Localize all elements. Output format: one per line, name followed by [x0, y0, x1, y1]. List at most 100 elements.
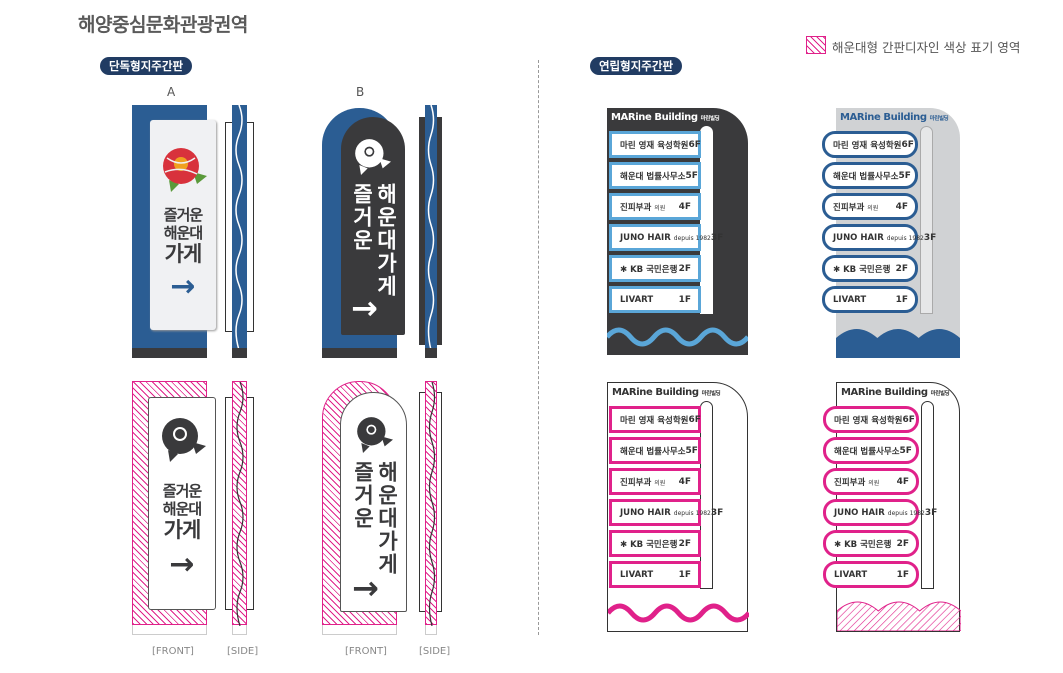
floor-number: 3F — [924, 507, 938, 518]
tenant-name-text: JUNO HAIR — [620, 232, 671, 243]
floor-number: 3F — [710, 232, 724, 243]
tenant-name-text: 진피부과 — [834, 477, 866, 488]
type-b-label: B — [356, 85, 365, 99]
floor-number: 4F — [678, 476, 691, 487]
sign-slot — [700, 401, 713, 589]
floor-number: 5F — [899, 445, 912, 456]
tenant-name: ✱ KB 국민은행 — [620, 263, 677, 275]
sign-a-base — [132, 348, 207, 358]
sign-b-sub-text: 즐거운 — [350, 183, 374, 252]
tenant-name: LIVART — [833, 295, 866, 305]
floor-panel: LIVART 1F — [609, 286, 701, 313]
sign-b-base-outline — [322, 625, 397, 635]
wave-decoration — [607, 327, 748, 347]
sign-a-line1: 즐거운 — [163, 206, 203, 224]
tenant-name-text: 진피부과 — [833, 202, 865, 213]
sign-a-panel: 즐거운 해운대 가게 → — [148, 397, 216, 610]
floor-number: 2F — [896, 538, 909, 549]
tenant-name: ✱ KB 국민은행 — [834, 538, 891, 550]
camellia-flower-icon — [355, 139, 391, 175]
tenant-name: LIVART — [620, 570, 653, 580]
sign-b-panel: 해운대가게 즐거운 → — [340, 392, 407, 612]
section-standalone-label: 단독형지주간판 — [100, 57, 192, 75]
tenant-name: 마린 영재 육성학원 — [620, 414, 688, 426]
sign-b-side-post — [425, 105, 437, 350]
tenant-name: 해운대 법률사무소 — [620, 445, 686, 457]
tenant-name-text: ✱ KB 국민은행 — [620, 539, 678, 550]
wave-line-icon — [236, 382, 244, 626]
building-name-ko: 마린빌딩 — [929, 116, 949, 122]
tenant-subtitle: 의원 — [867, 204, 879, 212]
sign-b-side-base-outline — [425, 625, 437, 635]
floor-number: 1F — [896, 569, 909, 580]
sign-a-line1: 즐거운 — [162, 482, 202, 500]
sign-b-side-hatch — [425, 381, 437, 626]
building-name-en: MARine Building — [841, 387, 928, 398]
sign-a-side-base-outline — [232, 625, 247, 635]
tenant-subtitle: 의원 — [868, 479, 880, 487]
floor-number: 3F — [923, 232, 937, 243]
arrow-right-icon: → — [351, 289, 378, 327]
floor-number: 6F — [688, 414, 701, 425]
building-name-en: MARine Building — [840, 112, 927, 123]
sign-a-line2: 해운대 — [163, 224, 203, 242]
arrow-right-icon: → — [352, 569, 379, 607]
building-name-en: MARine Building — [611, 112, 698, 123]
tenant-subtitle: depuis 1982 — [673, 509, 711, 517]
tenant-name: LIVART — [834, 570, 867, 580]
wave-decoration — [836, 329, 960, 358]
view-label-front-b: [FRONT] — [345, 646, 387, 657]
tenant-name: ✱ KB 국민은행 — [620, 538, 677, 550]
floor-number: 5F — [685, 445, 698, 456]
sign-a-side-hatch — [232, 381, 247, 626]
sign-b-main-text: 해운대가게 — [374, 183, 398, 298]
tenant-name-text: 해운대 법률사무소 — [833, 171, 899, 182]
sign-b-sub-text: 즐거운 — [351, 461, 375, 530]
camellia-flower-icon — [163, 148, 207, 192]
sign-a-line3: 가게 — [163, 518, 202, 542]
tenant-name-text: 해운대 법률사무소 — [620, 446, 686, 457]
tenant-name-text: ✱ KB 국민은행 — [833, 264, 891, 275]
tenant-name-text: 마린 영재 육성학원 — [620, 140, 689, 151]
building-name-en: MARine Building — [612, 387, 699, 398]
tenant-name-text: 해운대 법률사무소 — [834, 446, 900, 457]
sign-b-main-text: 해운대가게 — [375, 461, 399, 576]
sign-b-panel: 해운대가게 즐거운 → — [341, 117, 405, 335]
floor-number: 2F — [895, 263, 908, 274]
tenant-name-text: LIVART — [620, 294, 654, 305]
building-name-ko: 마린빌딩 — [700, 116, 720, 122]
sign-slot — [921, 401, 934, 589]
tenant-name-text: LIVART — [834, 569, 868, 580]
floor-number: 1F — [678, 294, 691, 305]
tenant-subtitle: 의원 — [654, 204, 666, 212]
tenant-name-text: 마린 영재 육성학원 — [833, 140, 902, 151]
floor-number: 4F — [895, 201, 908, 212]
tenant-name-text: 해운대 법률사무소 — [620, 171, 686, 182]
floor-number: 6F — [902, 414, 915, 425]
floor-number: 6F — [688, 139, 701, 150]
floor-number: 4F — [678, 201, 691, 212]
sign-a-line2: 해운대 — [162, 500, 202, 518]
wave-line-icon — [428, 382, 436, 626]
floor-panel: LIVART 1F — [823, 561, 919, 588]
